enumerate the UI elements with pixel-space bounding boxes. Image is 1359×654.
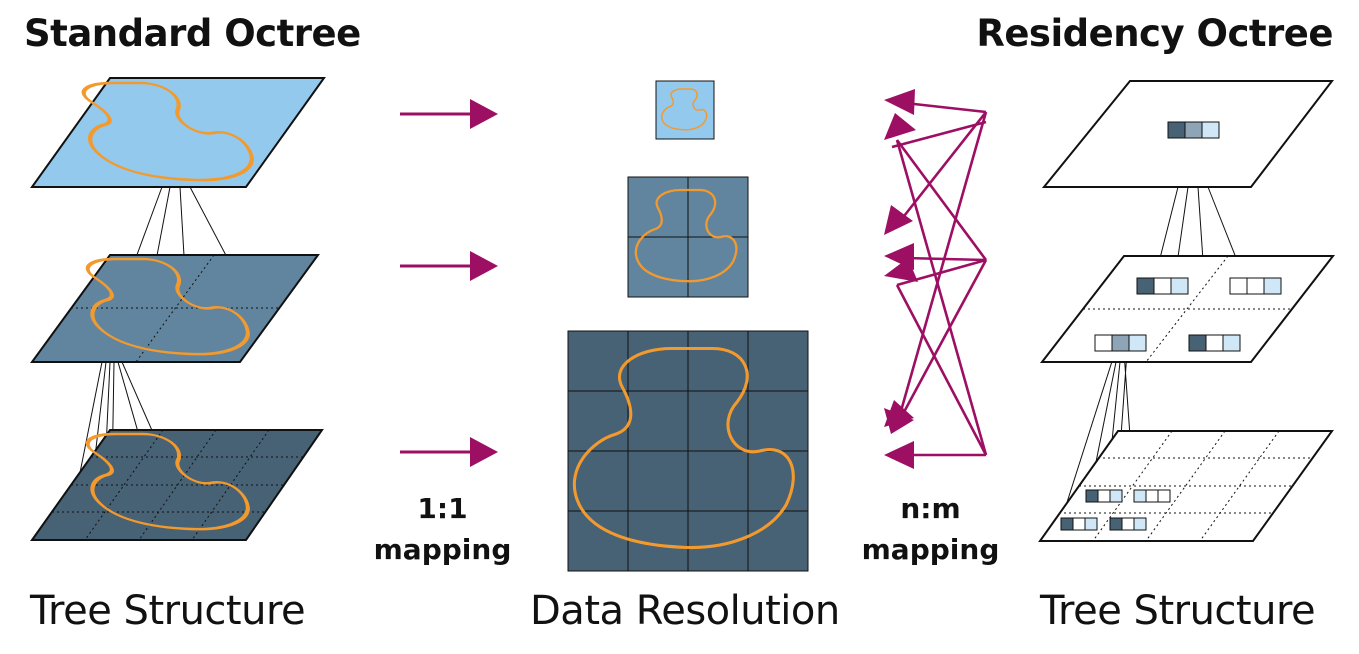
- data-resolution-caption: Data Resolution: [530, 588, 840, 634]
- residency-level-2: [1038, 430, 1334, 542]
- data-resolution: [567, 80, 809, 572]
- residency-level-1: [1039, 255, 1336, 363]
- left-tree-structure-caption: Tree Structure: [30, 588, 306, 634]
- resolution-level-0: [655, 80, 715, 140]
- n-to-m-mapping-label: n:m mapping: [848, 488, 1013, 570]
- brick-pool-0: [1167, 121, 1220, 139]
- one-to-one-arrows: [400, 99, 498, 467]
- right-tree-structure-caption: Tree Structure: [1040, 588, 1316, 634]
- n-to-m-arrows: [891, 101, 988, 457]
- standard-level-0: [30, 77, 326, 188]
- residency-level-0: [1041, 80, 1335, 188]
- n-to-m-arrowheads: [884, 89, 918, 469]
- one-to-one-ratio: 1:1: [417, 492, 468, 525]
- standard-level-1: [30, 254, 320, 363]
- standard-octree-title: Standard Octree: [24, 12, 361, 55]
- standard-octree: [30, 77, 326, 541]
- n-to-m-word: mapping: [861, 533, 1000, 566]
- one-to-one-word: mapping: [373, 533, 512, 566]
- one-to-one-mapping-label: 1:1 mapping: [360, 488, 525, 570]
- resolution-level-1: [627, 176, 749, 298]
- resolution-level-2: [567, 330, 809, 572]
- standard-level-2: [30, 429, 324, 541]
- residency-octree: [1038, 80, 1336, 542]
- n-to-m-ratio: n:m: [900, 492, 961, 525]
- brick-pool-1: [1094, 277, 1282, 352]
- brick-pool-2: [1060, 489, 1171, 531]
- residency-octree-title: Residency Octree: [976, 12, 1333, 55]
